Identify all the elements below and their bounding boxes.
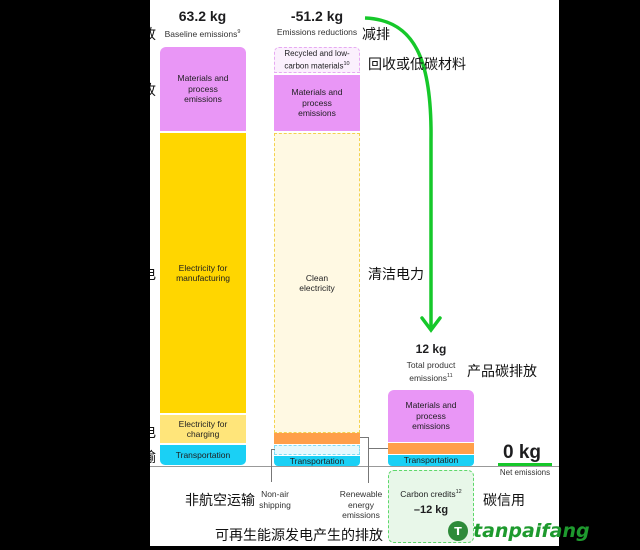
total-value: 12 kg (415, 342, 447, 356)
reductions-value: -51.2 kg (290, 8, 344, 24)
reductions-label: Emissions reductions (276, 27, 358, 37)
edge-glyph: 放 (150, 24, 156, 44)
reductions-non-air-shipping-segment (274, 445, 360, 455)
baseline-label: Baseline emissions9 (164, 28, 241, 39)
zh-product-emissions: 产品碳排放 (467, 364, 537, 380)
non-air-leader-vertical (271, 449, 272, 482)
net-label: Net emissions (499, 468, 551, 477)
zh-recycled: 回收或低碳材料 (368, 57, 466, 73)
zh-clean-power: 清洁电力 (368, 267, 424, 283)
renewable-leader-vertical (368, 437, 369, 483)
edge-glyph: 输 (150, 447, 156, 467)
renewable-leader (360, 437, 368, 438)
emissions-diagram: 63.2 kg Baseline emissions9 Materials an… (150, 0, 559, 546)
non-air-leader (271, 449, 275, 450)
total-transportation-segment: Transportation (388, 455, 474, 466)
net-value: 0 kg (502, 442, 542, 463)
total-materials-segment: Materials and process emissions (388, 390, 474, 442)
total-renewable-segment (388, 443, 474, 454)
renewable-leader-link (368, 448, 388, 449)
net-underline (498, 463, 552, 466)
reductions-materials-segment: Materials and process emissions (274, 75, 360, 131)
non-air-callout: Non-air shipping (259, 489, 291, 510)
baseline-electricity-charging-segment: Electricity for charging (160, 415, 246, 443)
zh-carbon-credit: 碳信用 (483, 493, 525, 509)
edge-glyph: 收 (150, 80, 156, 100)
svg-text:T: T (454, 525, 462, 538)
watermark: T tanpaifang (447, 520, 590, 542)
zh-renewable: 可再生能源发电产生的排放 (215, 528, 383, 544)
baseline-materials-segment: Materials and process emissions (160, 47, 246, 131)
reduction-arrow-icon (364, 16, 442, 333)
baseline-electricity-manufacturing-segment: Electricity for manufacturing (160, 133, 246, 413)
renewable-energy-emissions-segment (274, 433, 360, 444)
reductions-transportation-segment: Transportation (274, 456, 360, 466)
renewable-callout: Renewable energy emissions (339, 489, 383, 520)
zh-reduction: 减排 (362, 27, 390, 43)
reductions-recycled-segment: Recycled and low-carbon materials10 (274, 47, 360, 73)
baseline-value: 63.2 kg (178, 8, 227, 24)
zero-axis (150, 466, 559, 467)
tanpaifang-logo-icon: T (448, 521, 468, 541)
edge-glyph: 电 (150, 422, 156, 442)
baseline-transportation-segment: Transportation (160, 445, 246, 465)
zh-non-air: 非航空运输 (185, 493, 255, 509)
edge-glyph: 电 (150, 264, 156, 284)
total-label: Total product emissions11 (406, 360, 456, 383)
reductions-clean-electricity-segment: Clean electricity (274, 133, 360, 433)
